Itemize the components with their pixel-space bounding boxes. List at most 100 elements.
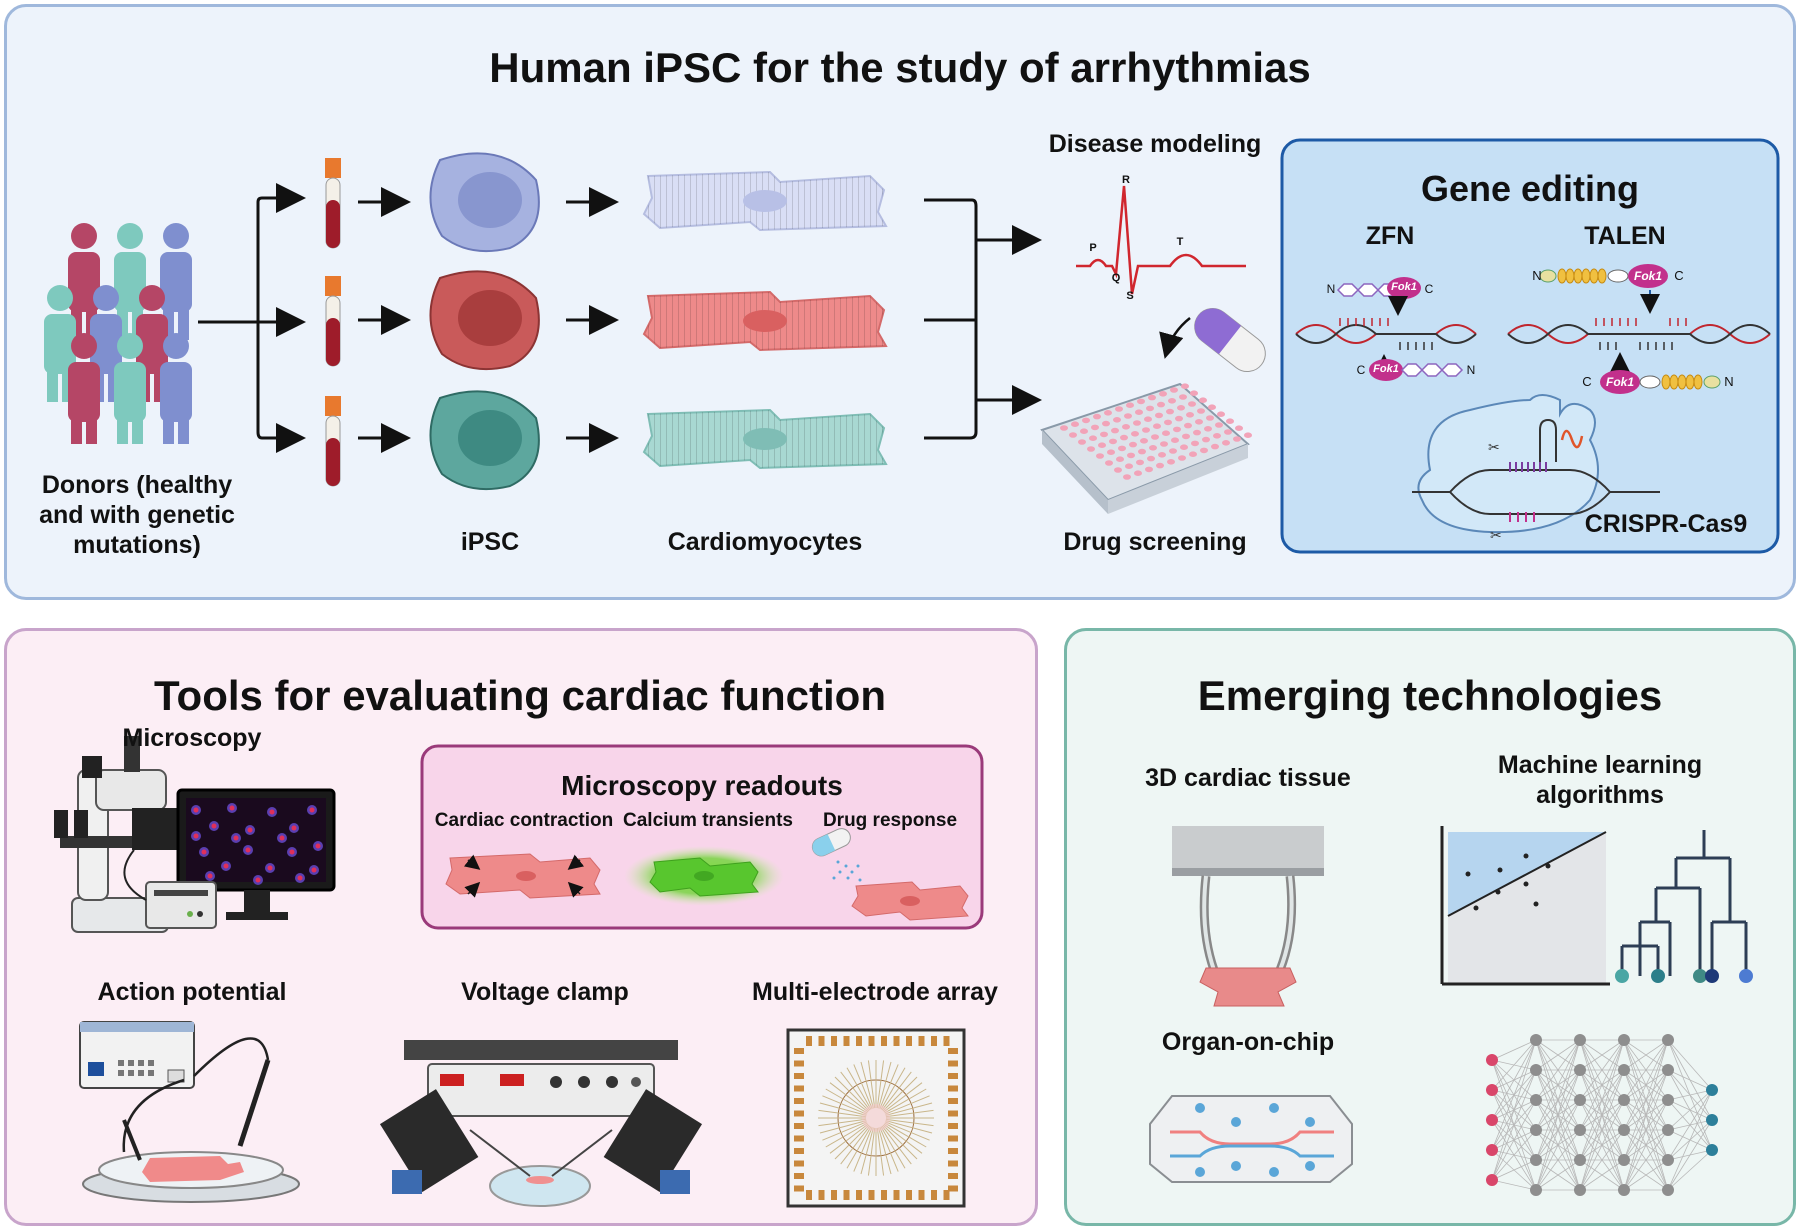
well bbox=[1217, 411, 1225, 418]
mea-trace bbox=[884, 1088, 927, 1114]
mea-trace bbox=[882, 1076, 918, 1112]
well bbox=[1134, 470, 1142, 477]
mea-pad bbox=[948, 1048, 958, 1054]
well bbox=[1145, 466, 1153, 473]
tube-to-ipsc-arrows bbox=[358, 187, 411, 453]
monitor-screen-icon bbox=[176, 788, 336, 920]
well bbox=[1114, 467, 1122, 473]
well bbox=[1178, 455, 1186, 461]
mea-pad bbox=[818, 1036, 825, 1046]
microscope-icon bbox=[54, 736, 188, 933]
nn-node bbox=[1486, 1114, 1498, 1126]
well bbox=[1125, 463, 1133, 470]
well bbox=[1118, 445, 1126, 452]
controller-box-icon bbox=[123, 849, 217, 929]
fok1-label-zfn-top: Fok1 bbox=[1391, 281, 1417, 293]
mea-pad bbox=[948, 1160, 958, 1167]
zfn-c-terminal: C bbox=[1424, 282, 1434, 296]
nn-node bbox=[1574, 1064, 1586, 1076]
well bbox=[1169, 448, 1177, 454]
well bbox=[1127, 452, 1135, 459]
well bbox=[1155, 412, 1163, 419]
cell-nucleus bbox=[255, 877, 261, 883]
well bbox=[1160, 441, 1168, 447]
mea-trace bbox=[885, 1121, 930, 1141]
nn-node bbox=[1662, 1094, 1674, 1106]
cardiomyocytes-label: Cardiomyocytes bbox=[667, 528, 863, 556]
mea-chip-icon bbox=[786, 1028, 966, 1208]
nn-edge bbox=[1623, 1039, 1669, 1131]
cell-nucleus bbox=[207, 873, 213, 879]
crispr-cas9-schematic: ✂ ✂ bbox=[1412, 394, 1660, 543]
well bbox=[1147, 455, 1155, 462]
talen-n-terminal: N bbox=[1532, 268, 1542, 283]
mea-trace bbox=[876, 1127, 885, 1176]
nn-edge bbox=[1667, 1089, 1713, 1191]
mea-trace bbox=[867, 1127, 876, 1176]
nn-edge bbox=[1535, 1069, 1581, 1191]
mea-pad bbox=[948, 1085, 958, 1092]
nn-edge bbox=[1623, 1039, 1669, 1191]
mea-pad bbox=[948, 1173, 958, 1179]
cardiac-tissue-3d-icon bbox=[1172, 826, 1324, 1007]
cell-nucleus bbox=[211, 823, 217, 829]
mea-trace bbox=[881, 1071, 912, 1111]
well bbox=[1096, 453, 1104, 459]
mea-trace bbox=[885, 1102, 933, 1116]
well bbox=[1137, 398, 1145, 405]
nn-node bbox=[1574, 1154, 1586, 1166]
mea-label: Multi-electrode array bbox=[752, 978, 998, 1006]
mea-trace bbox=[846, 1126, 872, 1169]
nn-node bbox=[1574, 1184, 1586, 1196]
mea-pad bbox=[918, 1036, 925, 1046]
well bbox=[1206, 415, 1214, 421]
well bbox=[1102, 420, 1110, 427]
nn-edge bbox=[1535, 1159, 1581, 1191]
nn-node bbox=[1706, 1084, 1718, 1096]
mea-pad bbox=[918, 1190, 925, 1200]
nn-node bbox=[1486, 1054, 1498, 1066]
nn-edge bbox=[1623, 1129, 1669, 1191]
nn-node bbox=[1486, 1144, 1498, 1156]
well bbox=[1148, 394, 1156, 401]
mea-pad bbox=[948, 1148, 958, 1154]
mea-pad bbox=[794, 1073, 804, 1079]
mea-pad bbox=[893, 1036, 900, 1046]
well bbox=[1107, 449, 1115, 456]
ipsc-cell-icon bbox=[429, 152, 540, 491]
nn-edge bbox=[1579, 1099, 1625, 1191]
ipsc-to-cm-arrows bbox=[566, 187, 619, 453]
well bbox=[1224, 429, 1232, 435]
mea-pad bbox=[794, 1098, 804, 1104]
nn-edge bbox=[1491, 1179, 1537, 1191]
drug-screening-label: Drug screening bbox=[1063, 528, 1247, 556]
well bbox=[1142, 427, 1150, 433]
organ-on-chip-icon bbox=[1149, 1095, 1353, 1183]
nn-edge bbox=[1535, 1039, 1581, 1191]
well bbox=[1175, 415, 1183, 422]
nn-edge bbox=[1579, 1039, 1625, 1101]
zfn-n-terminal-bottom: N bbox=[1466, 363, 1476, 377]
nn-edge bbox=[1491, 1039, 1537, 1181]
mea-trace bbox=[879, 1127, 899, 1172]
well bbox=[1200, 447, 1208, 454]
gene-editing-title: Gene editing bbox=[1420, 168, 1640, 209]
mea-trace bbox=[885, 1109, 934, 1118]
well bbox=[1215, 422, 1223, 428]
well bbox=[1093, 413, 1101, 420]
well bbox=[1116, 456, 1124, 463]
well bbox=[1091, 424, 1099, 431]
calcium-label: Calcium transients bbox=[623, 810, 793, 831]
mea-pad bbox=[806, 1036, 812, 1046]
nn-edge bbox=[1491, 1129, 1537, 1181]
mea-trace bbox=[883, 1123, 923, 1154]
well bbox=[1204, 426, 1212, 432]
organ-chip-label: Organ-on-chip bbox=[1161, 1028, 1335, 1056]
well bbox=[1124, 413, 1132, 419]
mea-pad bbox=[881, 1036, 887, 1046]
mea-pad bbox=[868, 1190, 875, 1200]
dendrogram-leaves bbox=[1615, 969, 1753, 983]
cell-nucleus bbox=[193, 833, 199, 839]
mea-pad bbox=[948, 1110, 958, 1117]
nn-edge bbox=[1623, 1159, 1669, 1191]
